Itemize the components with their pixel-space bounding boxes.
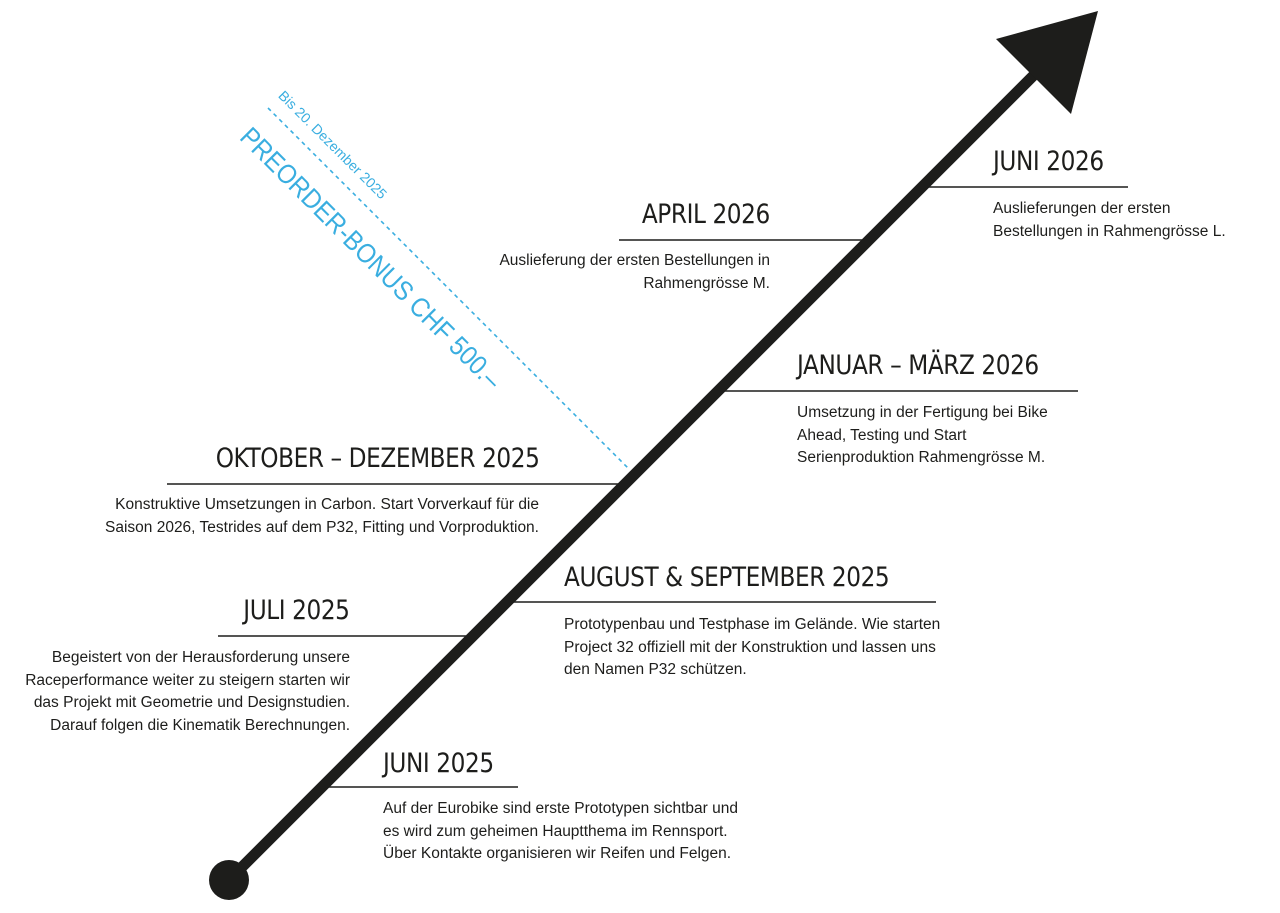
milestone-title-juni-2025: JUNI 2025 xyxy=(383,748,494,779)
desc-line: es wird zum geheimen Hauptthema im Renns… xyxy=(383,822,728,840)
milestone-title-aug-sep-2025: AUGUST & SEPTEMBER 2025 xyxy=(564,562,890,593)
desc-line: Konstruktive Umsetzungen in Carbon. Star… xyxy=(115,496,539,513)
milestone-desc-jan-mar-2026: Umsetzung in der Fertigung bei Bike Ahea… xyxy=(797,402,1048,470)
desc-line: Raceperformance weiter zu steigern start… xyxy=(25,671,350,689)
desc-line: Auf der Eurobike sind erste Prototypen s… xyxy=(383,800,738,817)
timeline-arrow-head xyxy=(996,11,1098,114)
promo-dashed-line xyxy=(267,107,631,471)
milestone-desc-juni-2026: Auslieferungen der ersten Bestellungen i… xyxy=(993,198,1226,243)
desc-line: Project 32 offiziell mit der Konstruktio… xyxy=(564,638,936,656)
timeline-start-dot xyxy=(209,860,249,900)
milestone-desc-aug-sep-2025: Prototypenbau und Testphase im Gelände. … xyxy=(564,614,940,682)
desc-line: Ahead, Testing und Start xyxy=(797,426,967,444)
desc-line: Darauf folgen die Kinematik Berechnungen… xyxy=(50,716,350,734)
desc-line: Saison 2026, Testrides auf dem P32, Fitt… xyxy=(105,518,539,536)
desc-line: das Projekt mit Geometrie und Designstud… xyxy=(33,694,350,711)
timeline-arrow-shaft xyxy=(225,63,1046,884)
desc-line: Begeistert von der Herausforderung unser… xyxy=(51,649,350,666)
desc-line: den Namen P32 schützen. xyxy=(564,661,747,678)
desc-line: Prototypenbau und Testphase im Gelände. … xyxy=(564,616,941,633)
milestone-title-juli-2025: JULI 2025 xyxy=(243,595,351,626)
desc-line: Auslieferung der ersten Bestellungen in xyxy=(499,252,770,269)
milestone-title-jan-mar-2026: JANUAR – MÄRZ 2026 xyxy=(797,350,1039,381)
milestone-desc-okt-dez-2025: Konstruktive Umsetzungen in Carbon. Star… xyxy=(105,494,539,539)
milestone-desc-april-2026: Auslieferung der ersten Bestellungen in … xyxy=(499,250,770,295)
milestone-desc-juli-2025: Begeistert von der Herausforderung unser… xyxy=(25,647,350,737)
milestone-title-juni-2026: JUNI 2026 xyxy=(993,146,1104,177)
desc-line: Bestellungen in Rahmengrösse L. xyxy=(993,222,1226,240)
desc-line: Umsetzung in der Fertigung bei Bike xyxy=(797,404,1048,421)
desc-line: Über Kontakte organisieren wir Reifen un… xyxy=(383,845,732,862)
milestone-desc-juni-2025: Auf der Eurobike sind erste Prototypen s… xyxy=(383,798,738,866)
milestone-title-april-2026: APRIL 2026 xyxy=(642,199,770,230)
desc-line: Serienproduktion Rahmengrösse M. xyxy=(797,449,1046,466)
desc-line: Auslieferungen der ersten xyxy=(993,200,1171,217)
desc-line: Rahmengrösse M. xyxy=(643,274,770,292)
milestone-title-okt-dez-2025: OKTOBER – DEZEMBER 2025 xyxy=(215,443,539,474)
